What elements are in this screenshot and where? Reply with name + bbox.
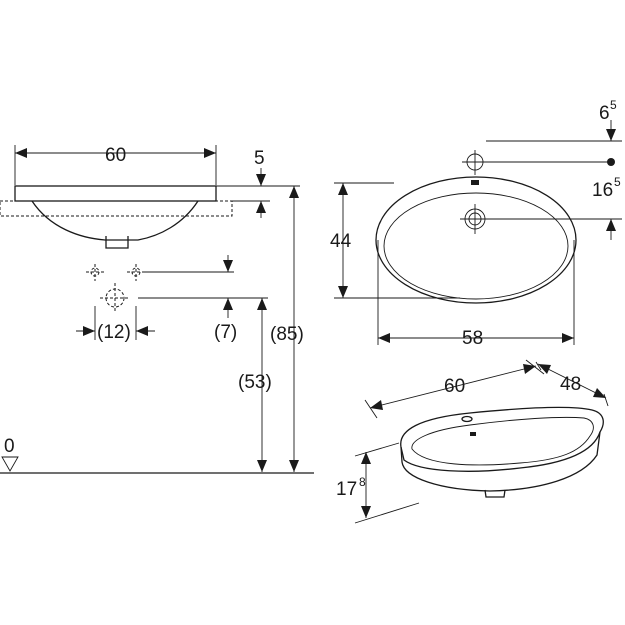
side-view: 60 5 (12) — [0, 145, 314, 474]
top-drain — [460, 204, 490, 234]
iso-width-label: 60 — [444, 376, 465, 397]
top-view: 6 5 16 5 44 58 — [330, 98, 622, 349]
tap-hole-marker-right — [127, 264, 145, 281]
overflow-slot — [471, 180, 479, 185]
height-label: (53) — [238, 372, 272, 393]
floor-label: 0 — [4, 436, 15, 457]
basin-rim — [14, 185, 217, 202]
drain-marker — [100, 283, 130, 313]
tap-reference-dot — [607, 158, 615, 166]
top-offset-label: 6 — [599, 103, 610, 124]
iso-view: 60 48 17 8 — [336, 359, 609, 524]
top-depth-label: 44 — [330, 231, 352, 252]
tap-hole-marker-left — [86, 264, 104, 281]
side-width-label: 60 — [105, 145, 126, 166]
basin-bowl — [31, 200, 199, 241]
tap-drop-label: (7) — [214, 322, 237, 343]
iso-tap-hole — [461, 415, 473, 423]
iso-rim-top — [400, 406, 604, 472]
iso-inner-bowl — [411, 416, 594, 466]
side-rim-label: 5 — [254, 148, 265, 169]
top-offset-sup: 5 — [610, 98, 617, 112]
top-tap-offset-sup: 5 — [614, 175, 621, 189]
basin-inner-ellipse — [383, 192, 569, 300]
iso-height-sup: 8 — [359, 475, 366, 489]
basin-outer-ellipse — [375, 176, 577, 304]
floor-level-marker — [1, 456, 19, 472]
iso-depth-label: 48 — [560, 374, 581, 395]
top-tap-hole — [462, 150, 488, 175]
tap-spacing-label: (12) — [97, 322, 131, 343]
top-tap-offset-label: 16 — [592, 180, 613, 201]
top-width-label: 58 — [462, 328, 483, 349]
drain-stub — [105, 236, 129, 249]
iso-overflow — [470, 432, 476, 436]
total-height-label: (85) — [270, 324, 304, 345]
iso-drain — [484, 489, 506, 498]
iso-height-label: 17 — [336, 479, 357, 500]
iso-side-wall — [400, 431, 601, 492]
